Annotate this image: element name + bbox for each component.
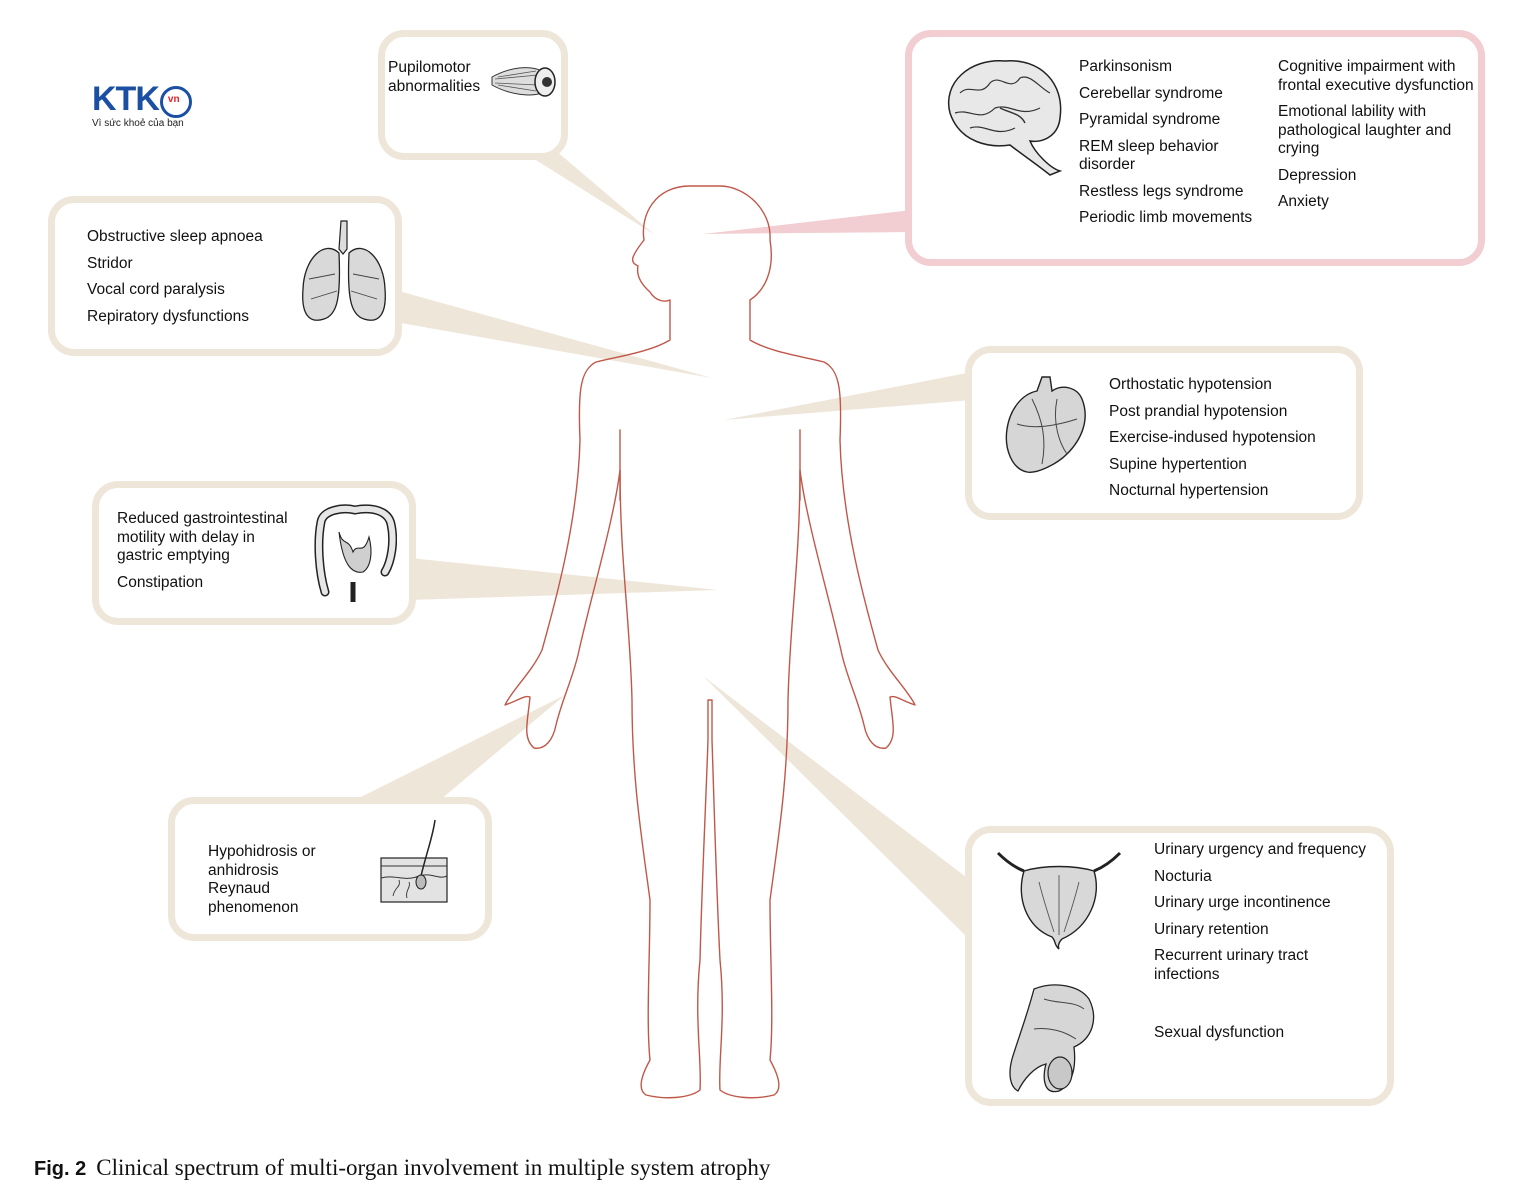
pointer-lungs <box>395 290 712 378</box>
lungs-item: Obstructive sleep apnoea <box>87 228 263 245</box>
urogenital-list: Urinary urgency and frequency Nocturia U… <box>1154 841 1384 992</box>
logo-slogan: Vì sức khoẻ của bạn <box>92 117 184 129</box>
brain-item: Parkinsonism <box>1079 58 1173 75</box>
lungs-box: Obstructive sleep apnoea Stridor Vocal c… <box>48 196 402 356</box>
body-outline <box>504 185 916 1099</box>
skin-box: Hypohidrosis or anhidrosis Reynaud pheno… <box>168 797 492 941</box>
eye-icon <box>491 67 556 97</box>
skin-icon <box>380 819 448 903</box>
pointer-gut <box>410 558 718 600</box>
heart-box: Orthostatic hypotension Post prandial hy… <box>965 346 1363 520</box>
brain-item: Anxiety <box>1278 193 1329 210</box>
heart-item: Orthostatic hypotension <box>1109 376 1272 393</box>
brain-list-2: Cognitive impairment with frontal execut… <box>1278 58 1474 220</box>
heart-item: Exercise-indused hypotension <box>1109 429 1316 446</box>
heart-item: Supine hypertention <box>1109 455 1247 473</box>
brain-item: Depression <box>1278 166 1357 184</box>
ktk-logo: KTK vn Vì sức khoẻ của bạn <box>92 80 192 129</box>
urogenital-item: Urinary urgency and frequency <box>1154 841 1366 858</box>
pointer-heart <box>724 372 972 420</box>
pointer-pupil <box>520 150 655 235</box>
pointer-urogenital <box>703 676 970 940</box>
lungs-icon <box>302 220 386 321</box>
gut-item: Constipation <box>117 573 204 591</box>
urogenital-item: Urinary retention <box>1154 920 1269 938</box>
brain-icon <box>947 60 1063 176</box>
lungs-item: Stridor <box>87 254 133 272</box>
heart-item: Nocturnal hypertension <box>1109 482 1269 499</box>
lungs-item: Repiratory dysfunctions <box>87 307 249 325</box>
brain-item: REM sleep behavior disorder <box>1079 137 1219 174</box>
brain-box: Parkinsonism Cerebellar syndrome Pyramid… <box>905 30 1485 266</box>
brain-item: Emotional lability with pathological lau… <box>1278 103 1452 157</box>
urogenital-box: Urinary urgency and frequency Nocturia U… <box>965 826 1394 1106</box>
pupil-text: Pupilomotor abnormalities <box>388 59 481 95</box>
intestine-icon <box>314 504 397 602</box>
urogenital-item: Urinary urge incontinence <box>1154 894 1331 911</box>
sexual-dysfunction-text: Sexual dysfunction <box>1154 1024 1285 1041</box>
brain-item: Periodic limb movements <box>1079 209 1253 226</box>
brain-list-1: Parkinsonism Cerebellar syndrome Pyramid… <box>1079 58 1269 236</box>
heart-icon <box>1005 376 1086 473</box>
heart-list: Orthostatic hypotension Post prandial hy… <box>1109 376 1349 509</box>
genital-icon <box>1009 984 1095 1093</box>
bladder-icon <box>996 851 1122 950</box>
lungs-list: Obstructive sleep apnoea Stridor Vocal c… <box>87 228 287 334</box>
pupil-box: Pupilomotor abnormalities <box>378 30 568 160</box>
pointer-brain <box>703 210 912 234</box>
skin-list: Hypohidrosis or anhidrosis Reynaud pheno… <box>208 843 343 925</box>
figure-label: Fig. 2 <box>34 1158 87 1180</box>
urogenital-item: Recurrent urinary tract infections <box>1154 947 1309 983</box>
lungs-item: Vocal cord paralysis <box>87 281 225 298</box>
gut-list: Reduced gastrointestinal motility with d… <box>117 510 302 600</box>
skin-item: Reynaud phenomenon <box>208 880 299 916</box>
pointer-skin <box>355 695 565 800</box>
skin-item: Hypohidrosis or anhidrosis <box>208 843 316 879</box>
urogenital-item: Nocturia <box>1154 867 1212 885</box>
gut-box: Reduced gastrointestinal motility with d… <box>92 481 416 625</box>
brain-item: Restless legs syndrome <box>1079 182 1244 200</box>
logo-badge: vn <box>167 93 180 105</box>
figure-caption: Fig. 2 Clinical spectrum of multi-organ i… <box>34 1154 770 1181</box>
logo-brand: KTK <box>92 80 160 118</box>
brain-item: Cognitive impairment with frontal execut… <box>1278 58 1474 94</box>
brain-item: Cerebellar syndrome <box>1079 84 1223 102</box>
gut-item: Reduced gastrointestinal motility with d… <box>117 510 288 564</box>
heart-item: Post prandial hypotension <box>1109 402 1288 420</box>
figure-caption-text: Clinical spectrum of multi-organ involve… <box>96 1155 771 1180</box>
brain-item: Pyramidal syndrome <box>1079 111 1221 128</box>
logo-circle-icon: vn <box>159 85 192 118</box>
